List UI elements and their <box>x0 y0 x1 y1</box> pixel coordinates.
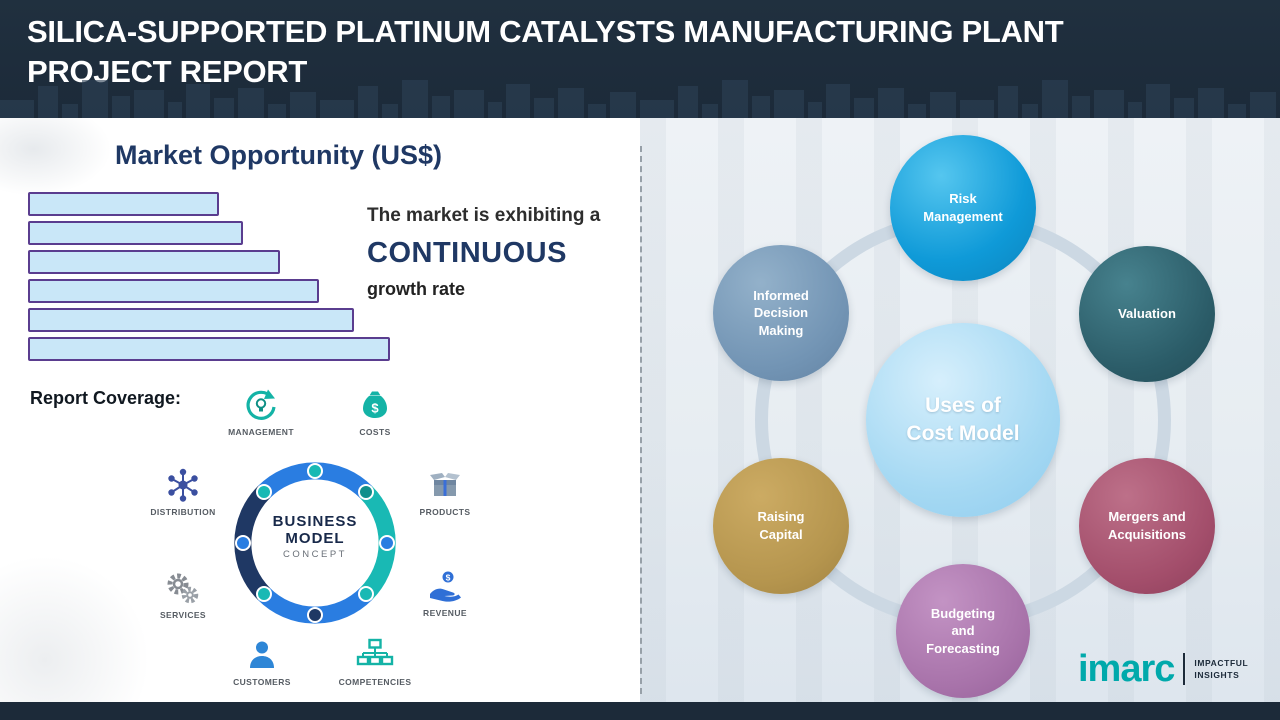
bar <box>28 337 390 361</box>
business-model-item-distribution: DISTRIBUTION <box>135 465 231 517</box>
cost-model-center-label: Uses of Cost Model <box>906 393 1020 445</box>
business-model-item-competencies: COMPETENCIES <box>327 635 423 687</box>
footer-bar <box>0 702 1280 720</box>
node-label: Mergers and Acquisitions <box>1107 509 1186 542</box>
person-icon <box>240 635 284 675</box>
cost-model-node-risk-management: Risk Management <box>890 135 1036 281</box>
item-label: COMPETENCIES <box>338 677 412 687</box>
page-title-line1: SILICA-SUPPORTED PLATINUM CATALYSTS MANU… <box>27 14 1064 49</box>
market-opportunity-bar-chart <box>28 192 390 361</box>
bar <box>28 221 244 245</box>
gears-icon <box>161 568 205 608</box>
cost-model-node-raising-capital: Raising Capital <box>713 458 849 594</box>
bar <box>28 279 319 303</box>
business-model-item-customers: CUSTOMERS <box>214 635 310 687</box>
org-chart-icon <box>353 635 397 675</box>
bar <box>28 192 220 216</box>
item-label: COSTS <box>359 427 391 437</box>
growth-line2: CONTINUOUS <box>367 237 567 269</box>
item-label: PRODUCTS <box>419 507 471 517</box>
city-skyline-graphic <box>0 80 1276 118</box>
business-model-item-costs: $ COSTS <box>327 385 423 437</box>
money-bag-icon: $ <box>353 385 397 425</box>
page-title: SILICA-SUPPORTED PLATINUM CATALYSTS MANU… <box>27 12 1259 93</box>
cost-model-center: Uses of Cost Model <box>866 323 1060 517</box>
business-model-item-management: MANAGEMENT <box>213 385 309 437</box>
item-label: SERVICES <box>159 610 207 620</box>
business-model-item-services: SERVICES <box>135 568 231 620</box>
hand-coin-icon: $ <box>423 566 467 606</box>
logo-separator <box>1183 653 1186 685</box>
bm-center-line1: BUSINESS <box>272 513 358 530</box>
faded-photo-wash-top-left <box>0 118 112 196</box>
business-model-ring <box>234 462 396 624</box>
network-nodes-icon <box>161 465 205 505</box>
node-label: Raising Capital <box>757 509 805 542</box>
vertical-dashed-divider <box>640 146 642 694</box>
node-label: Risk Management <box>923 191 1003 224</box>
imarc-logo-text: imarc <box>1078 648 1175 690</box>
recycle-arrows-lightbulb-icon <box>239 385 283 425</box>
node-label: Informed Decision Making <box>753 287 809 338</box>
growth-line1: The market is exhibiting a <box>367 205 601 226</box>
item-label: REVENUE <box>423 608 467 618</box>
node-label: Valuation <box>1118 306 1176 322</box>
node-label: Budgeting and Forecasting <box>926 605 1000 656</box>
page-title-line2: PROJECT REPORT <box>27 54 308 90</box>
item-label: MANAGEMENT <box>228 427 294 437</box>
bar <box>28 308 354 332</box>
imarc-logo: imarc IMPACTFUL INSIGHTS <box>1078 650 1248 688</box>
bm-center-line3: CONCEPT <box>283 549 347 560</box>
header-banner: SILICA-SUPPORTED PLATINUM CATALYSTS MANU… <box>0 0 1280 118</box>
tagline-line1: IMPACTFUL <box>1194 658 1249 668</box>
business-model-item-revenue: $ REVENUE <box>397 566 493 618</box>
bm-center-line2: MODEL <box>285 530 345 547</box>
business-model-item-products: PRODUCTS <box>397 465 493 517</box>
box-icon <box>423 465 467 505</box>
item-label: CUSTOMERS <box>233 677 291 687</box>
cost-model-node-budgeting-forecasting: Budgeting and Forecasting <box>896 564 1030 698</box>
cost-model-node-valuation: Valuation <box>1079 246 1215 382</box>
report-coverage-label: Report Coverage: <box>30 388 182 408</box>
faded-photo-wash-bottom-left <box>0 555 150 705</box>
market-opportunity-title: Market Opportunity (US$) <box>115 140 443 170</box>
svg-text:$: $ <box>371 401 379 416</box>
business-model-center-label: BUSINESS MODEL CONCEPT <box>255 513 375 560</box>
growth-annotation: The market is exhibiting a CONTINUOUS gr… <box>367 205 637 300</box>
item-label: DISTRIBUTION <box>150 507 216 517</box>
growth-line3: growth rate <box>367 279 466 299</box>
bar <box>28 250 281 274</box>
cost-model-node-informed-decision-making: Informed Decision Making <box>713 245 849 381</box>
imarc-tagline: IMPACTFUL INSIGHTS <box>1194 658 1248 680</box>
svg-text:$: $ <box>446 573 451 583</box>
cost-model-node-mergers-acquisitions: Mergers and Acquisitions <box>1079 458 1215 594</box>
tagline-line2: INSIGHTS <box>1194 670 1240 680</box>
